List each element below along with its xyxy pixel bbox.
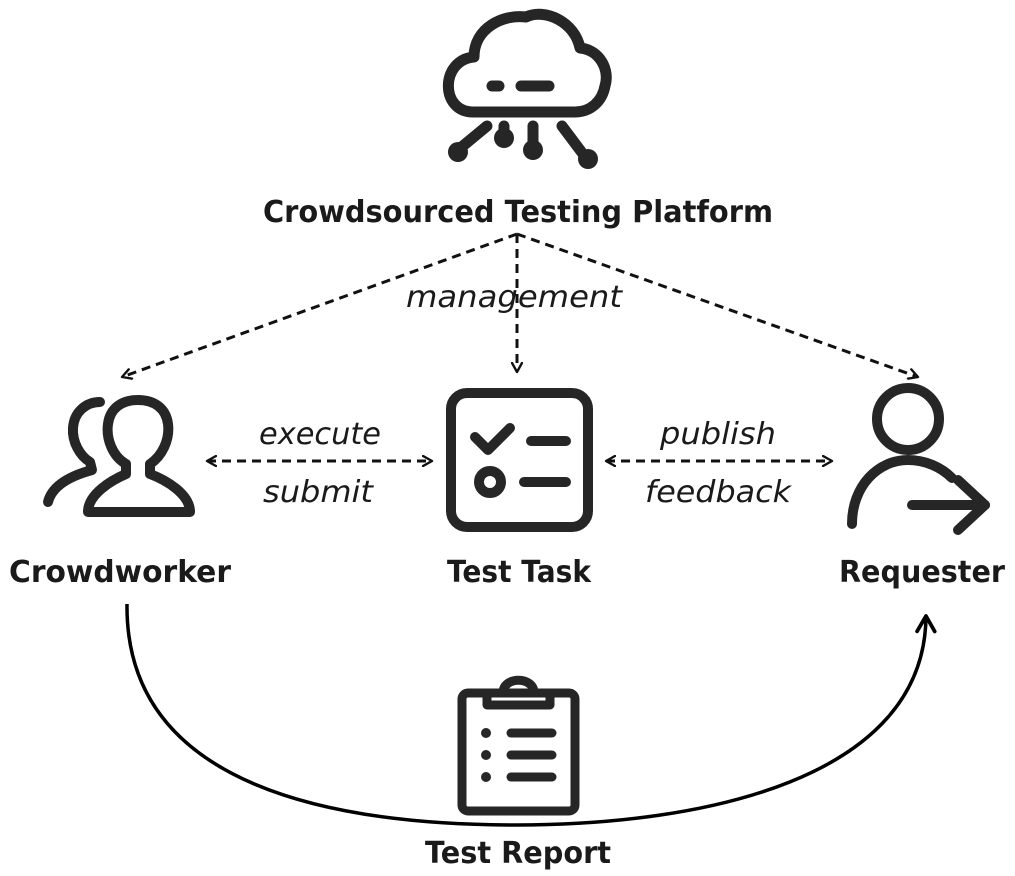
clipboard-bullets [481,728,491,782]
requester-label: Requester [839,555,1005,590]
edge-platform-to-requester [516,232,918,377]
user-arrow-icon [847,383,990,535]
cloud-network-icon [443,8,612,164]
edge-report-arc [125,603,937,827]
checklist-icon [446,388,593,532]
cloud-network-nodes [448,128,598,169]
crowdworker-label: Crowdworker [9,555,231,590]
test-report-label: Test Report [425,836,611,871]
edge-platform-to-crowdworker [122,232,518,377]
test-task-label: Test Task [447,555,592,590]
management-label: management [406,280,623,315]
feedback-label: feedback [645,475,793,510]
execute-label: execute [259,417,381,452]
publish-label: publish [659,417,776,452]
platform-label: Crowdsourced Testing Platform [263,195,773,230]
clipboard-icon [457,675,580,816]
users-icon [43,395,195,517]
submit-label: submit [263,475,374,510]
